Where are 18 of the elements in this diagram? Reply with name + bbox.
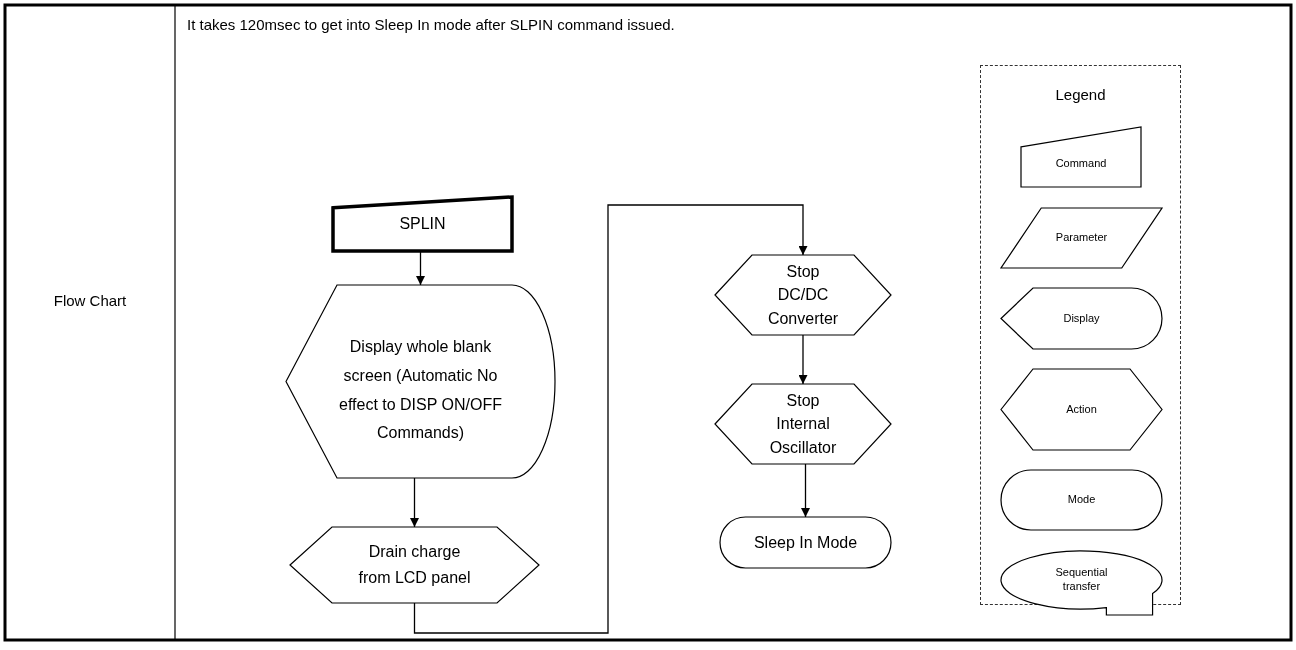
arrow [801,463,810,518]
node-text: Display whole blank screen (Automatic No effect to DISP ON/OFF Commands) [338,336,503,444]
node-text: Stop Internal Oscillator [768,391,838,458]
node-text: Drain charge from LCD panel [357,542,472,588]
legend-title: Legend [1055,86,1106,103]
node-text: Parameter [1054,231,1109,245]
node-text: Display [1062,311,1101,326]
note-text: It takes 120msec to get into Sleep In mode after SLPIN command issued. [187,16,676,33]
node-text: Sequential transfer [1054,566,1109,594]
arrow [410,477,419,528]
node-text: Stop DC/DC Converter [766,262,840,329]
arrow [798,334,808,385]
node-text: Mode [1066,493,1097,507]
row-header: Flow Chart [52,292,128,309]
node-text: Action [1065,402,1098,417]
node-text: Command [1054,156,1108,171]
node-text: SPLIN [398,214,447,234]
node-text: Sleep In Mode [752,532,859,553]
